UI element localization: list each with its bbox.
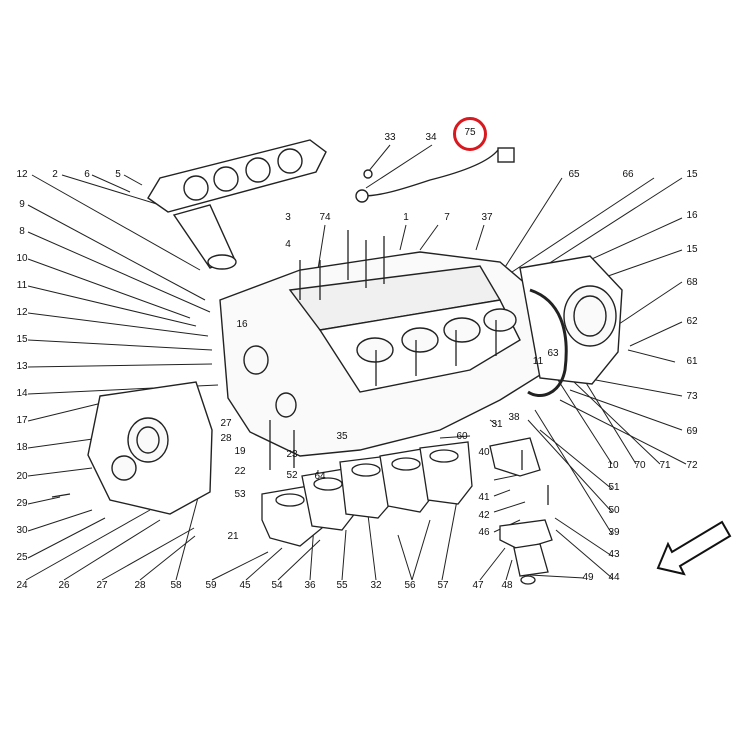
callout-61[interactable]: 61 bbox=[686, 356, 698, 367]
callout-59[interactable]: 59 bbox=[205, 580, 217, 591]
callout-49[interactable]: 49 bbox=[582, 572, 594, 583]
callout-15-right[interactable]: 15 bbox=[686, 244, 698, 255]
callout-32[interactable]: 32 bbox=[370, 580, 382, 591]
callout-11-right[interactable]: 11 bbox=[532, 356, 544, 367]
callout-70[interactable]: 70 bbox=[634, 460, 646, 471]
callout-8[interactable]: 8 bbox=[19, 226, 25, 237]
callout-19[interactable]: 19 bbox=[234, 446, 246, 457]
callout-13[interactable]: 13 bbox=[16, 361, 28, 372]
callout-45[interactable]: 45 bbox=[239, 580, 251, 591]
callout-69[interactable]: 69 bbox=[686, 426, 698, 437]
callout-66[interactable]: 66 bbox=[622, 169, 634, 180]
callout-7[interactable]: 7 bbox=[444, 212, 450, 223]
callout-64[interactable]: 64 bbox=[314, 471, 326, 482]
callout-28-bottom[interactable]: 28 bbox=[134, 580, 146, 591]
callout-15-top[interactable]: 15 bbox=[686, 169, 698, 180]
callout-62[interactable]: 62 bbox=[686, 316, 698, 327]
callout-12-left[interactable]: 12 bbox=[16, 307, 28, 318]
callout-6[interactable]: 6 bbox=[84, 169, 90, 180]
callout-47[interactable]: 47 bbox=[472, 580, 484, 591]
callout-2[interactable]: 2 bbox=[52, 169, 58, 180]
callout-36[interactable]: 36 bbox=[304, 580, 316, 591]
callout-53[interactable]: 53 bbox=[234, 489, 246, 500]
callout-44[interactable]: 44 bbox=[608, 572, 620, 583]
callout-65[interactable]: 65 bbox=[568, 169, 580, 180]
callout-34[interactable]: 34 bbox=[425, 132, 437, 143]
callout-16-left[interactable]: 16 bbox=[236, 319, 248, 330]
callout-48[interactable]: 48 bbox=[501, 580, 513, 591]
callout-12[interactable]: 12 bbox=[16, 169, 28, 180]
callout-50[interactable]: 50 bbox=[608, 505, 620, 516]
callout-28-mid[interactable]: 28 bbox=[220, 433, 232, 444]
callout-31[interactable]: 31 bbox=[491, 419, 503, 430]
callout-75-highlighted[interactable]: 75 bbox=[464, 127, 476, 138]
callout-72[interactable]: 72 bbox=[686, 460, 698, 471]
callout-46[interactable]: 46 bbox=[478, 527, 490, 538]
callout-1[interactable]: 1 bbox=[403, 212, 409, 223]
callout-11-left[interactable]: 11 bbox=[16, 280, 28, 291]
callout-33[interactable]: 33 bbox=[384, 132, 396, 143]
callout-25[interactable]: 25 bbox=[16, 552, 28, 563]
callout-29[interactable]: 29 bbox=[16, 498, 28, 509]
callout-58[interactable]: 58 bbox=[170, 580, 182, 591]
callout-71[interactable]: 71 bbox=[659, 460, 671, 471]
callout-24[interactable]: 24 bbox=[16, 580, 28, 591]
callout-52[interactable]: 52 bbox=[286, 470, 298, 481]
callout-3[interactable]: 3 bbox=[285, 212, 291, 223]
callout-15-left[interactable]: 15 bbox=[16, 334, 28, 345]
callout-35[interactable]: 35 bbox=[336, 431, 348, 442]
callout-39[interactable]: 39 bbox=[608, 527, 620, 538]
callout-27-bottom[interactable]: 27 bbox=[96, 580, 108, 591]
callout-27-mid[interactable]: 27 bbox=[220, 418, 232, 429]
callout-68[interactable]: 68 bbox=[686, 277, 698, 288]
callout-14[interactable]: 14 bbox=[16, 388, 28, 399]
callout-10-left[interactable]: 10 bbox=[16, 253, 28, 264]
callout-20[interactable]: 20 bbox=[16, 471, 28, 482]
callout-54[interactable]: 54 bbox=[271, 580, 283, 591]
callout-56[interactable]: 56 bbox=[404, 580, 416, 591]
callout-57[interactable]: 57 bbox=[437, 580, 449, 591]
callout-60[interactable]: 60 bbox=[456, 431, 468, 442]
callout-38[interactable]: 38 bbox=[508, 412, 520, 423]
callout-16-right[interactable]: 16 bbox=[686, 210, 698, 221]
callout-30[interactable]: 30 bbox=[16, 525, 28, 536]
callout-17[interactable]: 17 bbox=[16, 415, 28, 426]
callout-9[interactable]: 9 bbox=[19, 199, 25, 210]
callout-74[interactable]: 74 bbox=[319, 212, 331, 223]
callout-63[interactable]: 63 bbox=[547, 348, 559, 359]
callout-23[interactable]: 23 bbox=[286, 449, 298, 460]
callout-42[interactable]: 42 bbox=[478, 510, 490, 521]
callout-26[interactable]: 26 bbox=[58, 580, 70, 591]
callout-4[interactable]: 4 bbox=[285, 239, 291, 250]
highlight-circle bbox=[453, 117, 487, 151]
callout-73[interactable]: 73 bbox=[686, 391, 698, 402]
callout-37[interactable]: 37 bbox=[481, 212, 493, 223]
callout-41[interactable]: 41 bbox=[478, 492, 490, 503]
callout-10-right[interactable]: 10 bbox=[607, 460, 619, 471]
callout-21[interactable]: 21 bbox=[227, 531, 239, 542]
callout-51[interactable]: 51 bbox=[608, 482, 620, 493]
callout-55[interactable]: 55 bbox=[336, 580, 348, 591]
callout-22[interactable]: 22 bbox=[234, 466, 246, 477]
callout-5[interactable]: 5 bbox=[115, 169, 121, 180]
callout-18[interactable]: 18 bbox=[16, 442, 28, 453]
callout-40[interactable]: 40 bbox=[478, 447, 490, 458]
callout-43[interactable]: 43 bbox=[608, 549, 620, 560]
